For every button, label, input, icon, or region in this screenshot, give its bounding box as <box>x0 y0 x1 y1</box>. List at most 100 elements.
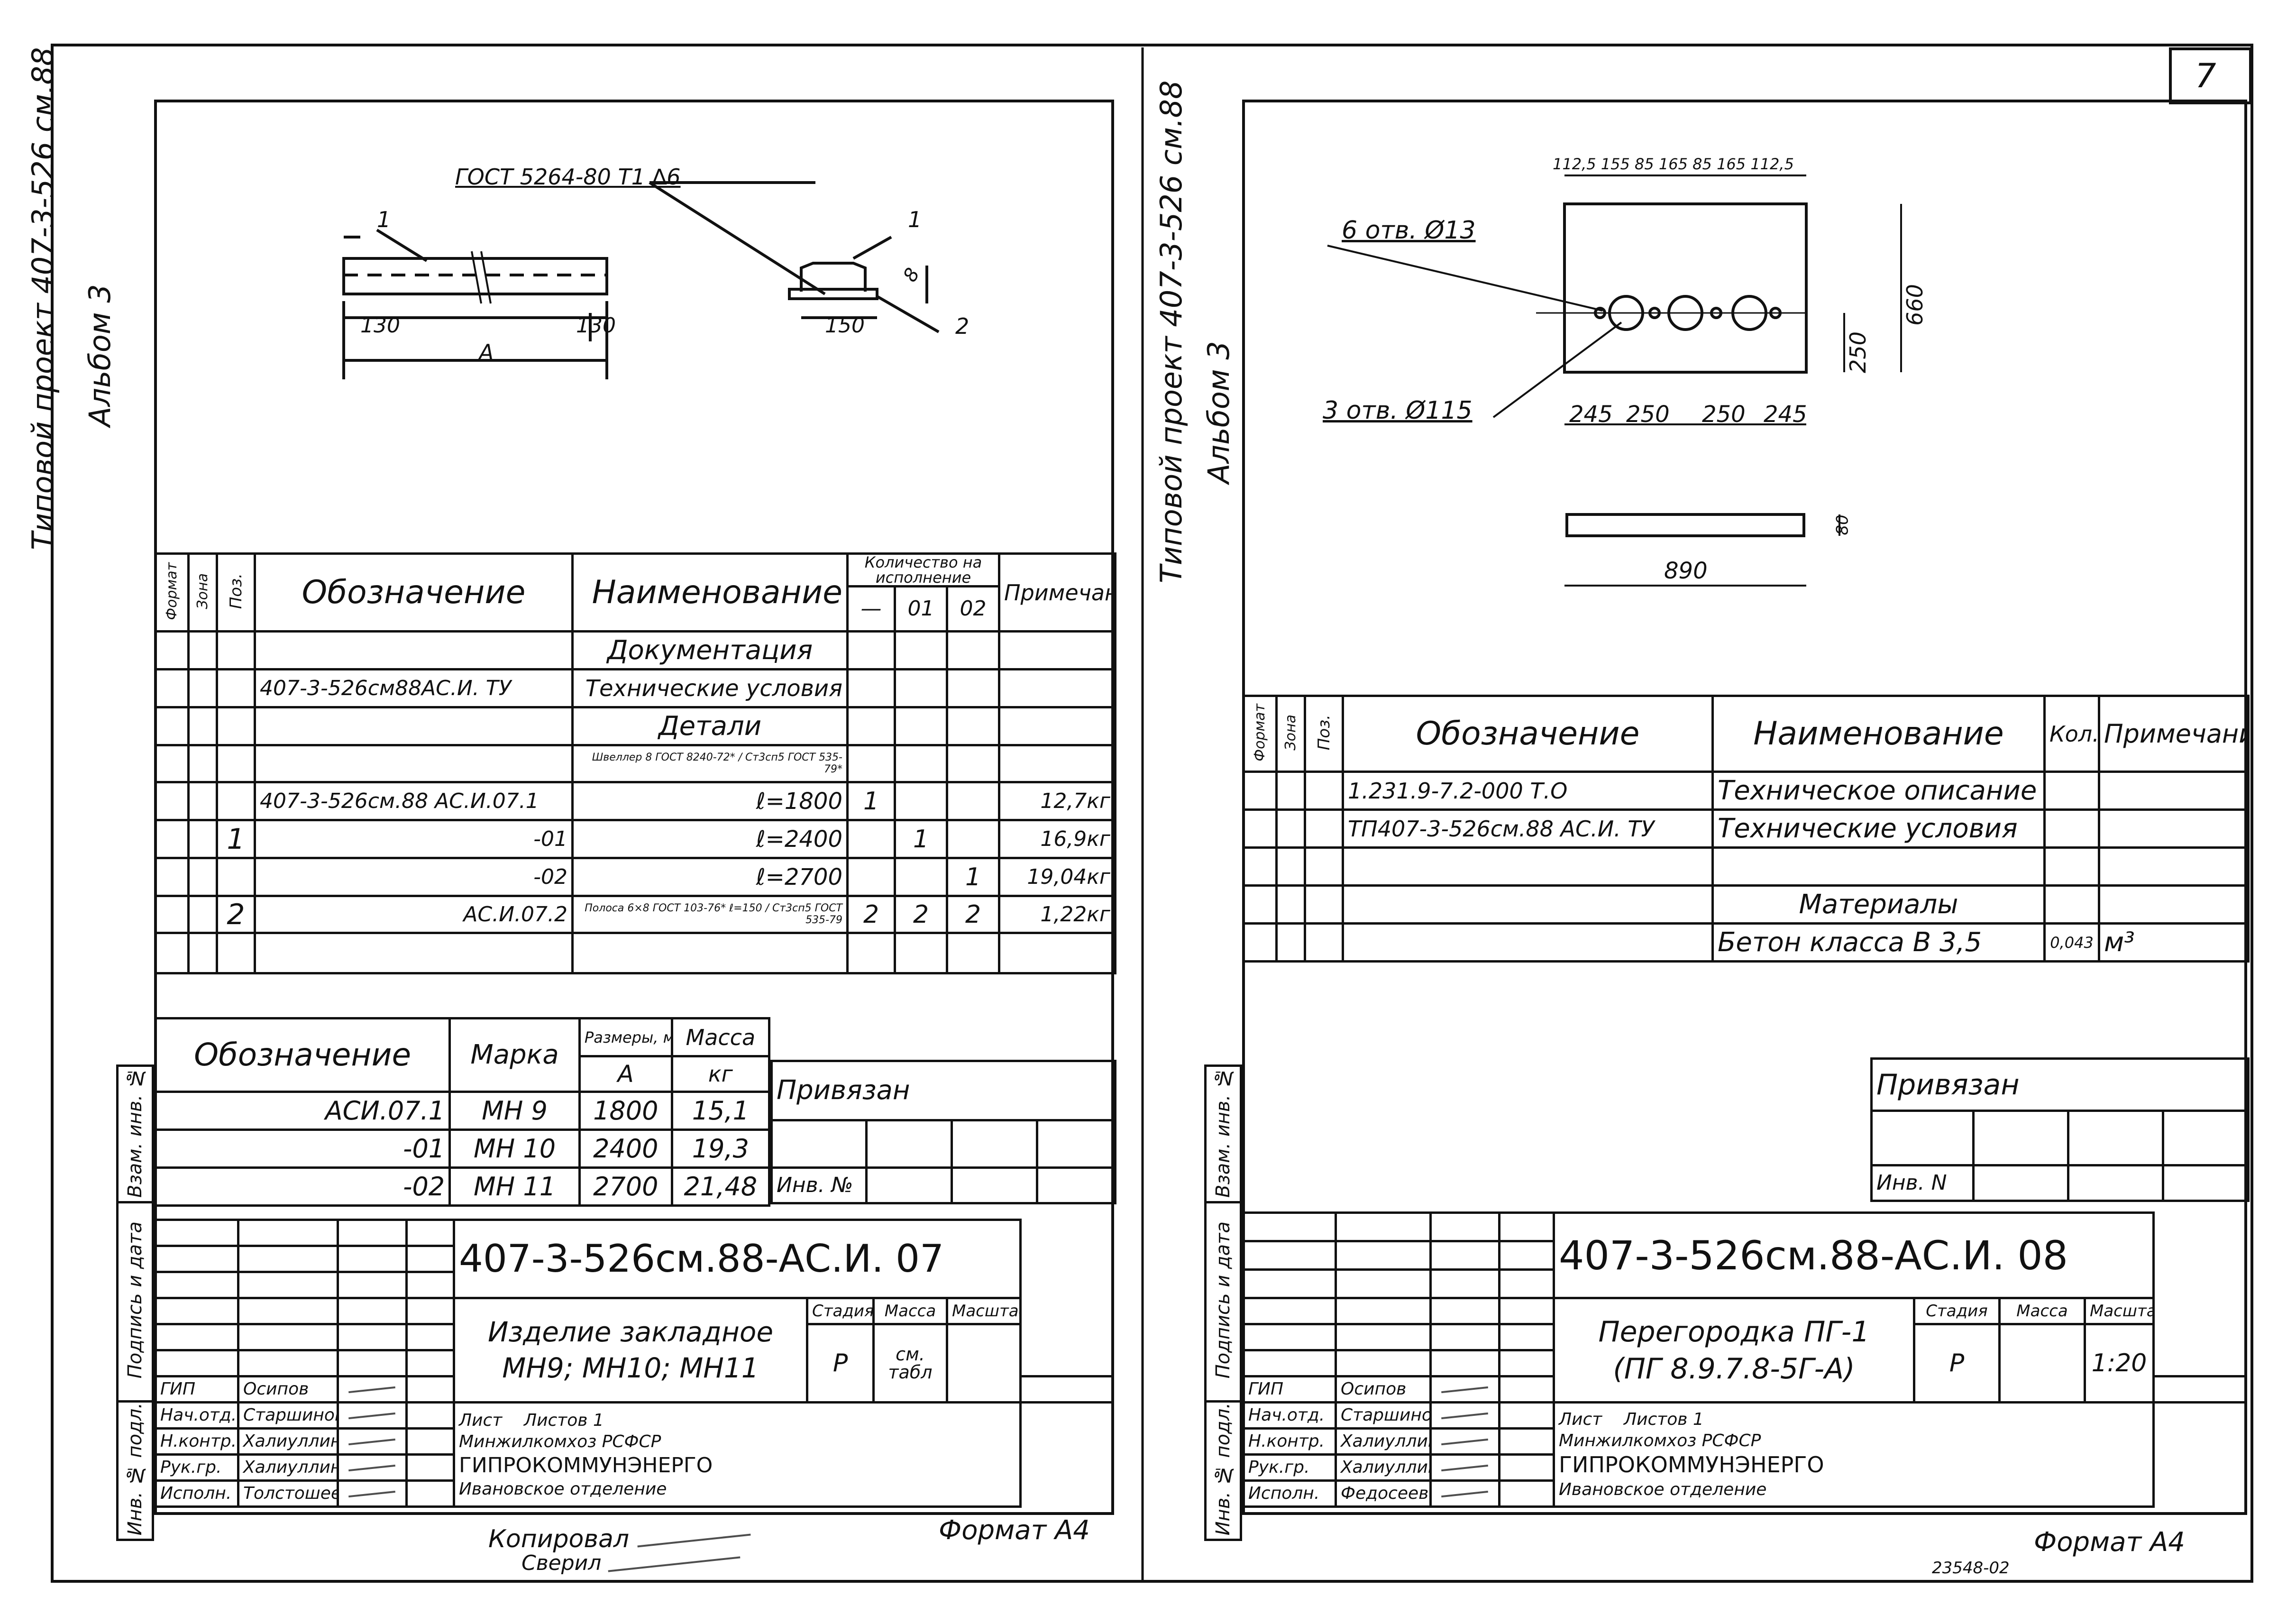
spec-name-cell: Документация <box>571 630 849 670</box>
spec-name-cell: ℓ=2700 <box>571 857 849 897</box>
spec-zone-cell <box>187 895 218 934</box>
variant-size-cell: 1800 <box>578 1091 673 1131</box>
spec-pos-cell <box>1304 922 1344 963</box>
spec-qty-01-cell: 1 <box>894 819 948 859</box>
spec-zone-cell <box>187 781 218 821</box>
dim-bottom-3: 245 <box>1764 401 1807 428</box>
spec-qty-02-cell: 2 <box>946 895 1000 934</box>
variants-col-designation: Обозначение <box>154 1017 451 1093</box>
spec-format-cell <box>154 630 190 670</box>
col-qty-group: Количество на исполнение <box>846 552 1000 587</box>
dim-660: 660 <box>1902 284 1928 326</box>
partition-edge-view <box>1564 513 1840 587</box>
spec-zone-cell <box>187 857 218 897</box>
dim-bottom-1: 250 <box>1626 401 1670 428</box>
right-mass <box>1998 1323 2086 1404</box>
spec-qty-02-cell: 1 <box>946 857 1000 897</box>
variant-mark-cell: МН 11 <box>448 1166 581 1207</box>
left-privyazan: Привязан <box>770 1060 1117 1121</box>
spec-format-cell <box>154 668 190 708</box>
spec-empty-cell <box>846 932 896 974</box>
spec-row <box>154 932 1116 974</box>
col-qty-02: 02 <box>946 585 1000 633</box>
spec-format-cell <box>1242 884 1278 925</box>
spec-name-cell: Бетон класса В 3,5 <box>1711 922 2046 963</box>
spec-designation-cell: 407-3-526см88АС.И. ТУ <box>254 668 574 708</box>
spec-name-cell: Полоса 6×8 ГОСТ 103-76* ℓ=150 / Ст3сп5 Г… <box>571 895 849 934</box>
spec-qty-cell: 2 <box>846 895 896 934</box>
bottom-code: 23548-02 <box>1932 1559 2010 1578</box>
spec-pos-cell <box>216 668 256 708</box>
date-cell <box>405 1479 455 1508</box>
signature-cell <box>337 1479 408 1508</box>
name-cell: Старшинов <box>237 1401 339 1430</box>
variant-size-cell: 2400 <box>578 1129 673 1169</box>
spec-pos-cell: 2 <box>216 895 256 934</box>
spec-zone-cell <box>187 744 218 783</box>
date-cell <box>405 1453 455 1482</box>
spec-qty-01-cell <box>894 668 948 708</box>
signature-scribble <box>1441 1464 1489 1471</box>
r-col-note: Примечание <box>2098 695 2250 773</box>
variants-col-mass: Масса <box>670 1017 771 1057</box>
spec-zone-cell <box>1275 771 1306 811</box>
right-title-line-1: Перегородка ПГ-1 <box>1598 1315 1870 1349</box>
spec-note-cell <box>2098 808 2250 849</box>
col-format: Формат <box>163 562 180 620</box>
spec-zone-cell <box>187 630 218 670</box>
spec-qty-02-cell <box>946 668 1000 708</box>
spec-pos-cell <box>216 744 256 783</box>
right-org-3: Ивановское отделение <box>1559 1479 1767 1499</box>
left-title-block: 407-3-526см.88-АС.И. 07 Изделие закладно… <box>154 1219 1114 1508</box>
dim-890: 890 <box>1664 558 1708 584</box>
spec-name-cell: ℓ=2400 <box>571 819 849 859</box>
signature-scribble <box>1441 1412 1489 1419</box>
col-pos: Поз. <box>226 573 246 609</box>
spec-format-cell <box>154 781 190 821</box>
spec-designation-cell: -02 <box>254 857 574 897</box>
left-mass: см. табл <box>872 1323 948 1404</box>
spec-name-cell: Техническое описание <box>1711 771 2046 811</box>
name-cell: Толстошеева <box>237 1479 339 1508</box>
spec-qty-01-cell <box>894 630 948 670</box>
role-cell: Исполн. <box>1242 1479 1337 1508</box>
spec-format-cell <box>1242 771 1278 811</box>
left-format: Формат А4 <box>939 1515 1090 1546</box>
spec-note-cell <box>998 630 1116 670</box>
page-number: 7 <box>2195 56 2216 95</box>
spec-name-cell: Детали <box>571 706 849 746</box>
partition-plan-view <box>1327 174 1902 425</box>
signature-scribble <box>348 1438 396 1445</box>
spec-qty-cell <box>2043 846 2100 887</box>
spec-format-cell <box>1242 808 1278 849</box>
right-drawing-code: 407-3-526см.88-АС.И. 08 <box>1553 1211 2155 1299</box>
left-side-label-2: Взам. инв. № <box>124 1067 146 1198</box>
right-scale: 1:20 <box>2084 1323 2155 1404</box>
left-sheet-label: Лист <box>459 1410 503 1430</box>
spec-empty-cell <box>187 932 218 974</box>
r-col-designation: Обозначение <box>1342 695 1714 773</box>
spec-zone-cell <box>1275 922 1306 963</box>
left-drawing-code: 407-3-526см.88-АС.И. 07 <box>452 1219 1022 1299</box>
variant-designation-cell: АСИ.07.1 <box>154 1091 451 1131</box>
r-col-pos: Поз. <box>1314 714 1334 751</box>
right-org-1: Минжилкомхоз РСФСР <box>1559 1431 1761 1451</box>
spec-pos-cell <box>1304 884 1344 925</box>
signature-cell <box>337 1375 408 1404</box>
signature-scribble <box>348 1386 396 1393</box>
dim-80: 80 <box>1833 514 1852 535</box>
signature-cell <box>337 1427 408 1456</box>
variants-col-mass-unit: кг <box>670 1055 771 1093</box>
left-specification-table: Формат Зона Поз. Обозначение Наименовани… <box>154 552 1116 974</box>
spec-designation-cell: -01 <box>254 819 574 859</box>
spec-designation-cell: 407-3-526см.88 АС.И.07.1 <box>254 781 574 821</box>
spec-row: Документация <box>154 630 1116 670</box>
spec-note-cell <box>998 744 1116 783</box>
col-note: Примечание <box>998 552 1116 633</box>
right-album-subtitle: Альбом 3 <box>1201 341 1236 484</box>
spec-pos-cell <box>216 781 256 821</box>
left-album-subtitle: Альбом 3 <box>82 284 117 427</box>
spec-designation-cell <box>1342 884 1714 925</box>
left-binding-table: Привязан Инв. № <box>770 1060 1117 1204</box>
spec-qty-cell <box>2043 808 2100 849</box>
